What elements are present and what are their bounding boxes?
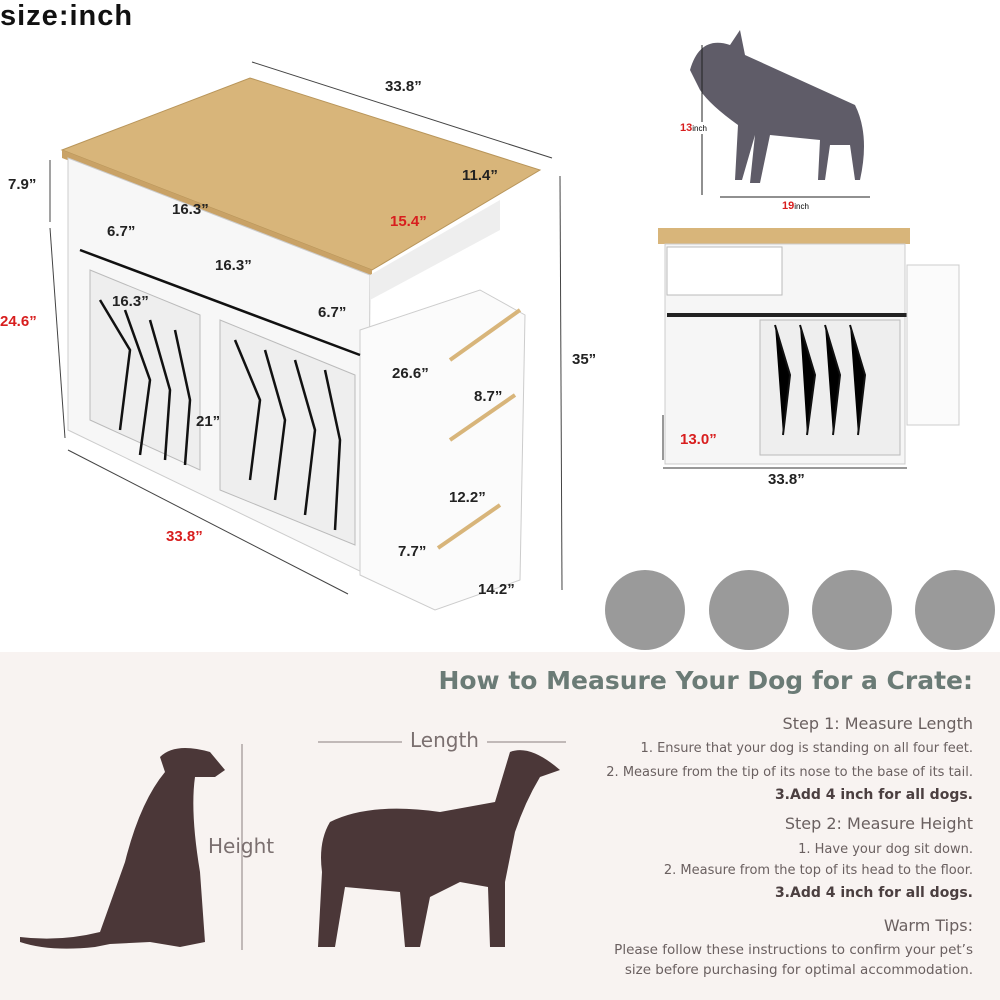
dog-height-value: 13 [680, 122, 693, 134]
measure-guide-panel: Length Height How to Measure Your Dog fo… [0, 652, 1000, 1000]
dog-length-unit: inch [794, 202, 809, 211]
cabinet-illustration [49, 61, 563, 611]
dim-door-height: 21” [196, 413, 221, 430]
breed-dachshund-photo [709, 570, 789, 650]
dim-bottom-width: 33.8” [166, 528, 203, 545]
dim-door-width: 16.3” [112, 293, 149, 310]
dim-side-depth: 14.2” [478, 581, 515, 598]
tips-line: Please follow these instructions to conf… [614, 942, 973, 958]
dim-shelf-gap-1: 8.7” [474, 388, 503, 405]
dim-top-left-height: 7.9” [8, 176, 37, 193]
step1-item: 3.Add 4 inch for all dogs. [774, 787, 973, 803]
dim-total-height-left: 24.6” [0, 313, 37, 330]
length-label: Length [402, 728, 487, 752]
dog-length-label: 19inch [782, 200, 809, 212]
dim-drawer-height-2: 6.7” [318, 304, 347, 321]
sitting-dog-silhouette [20, 748, 225, 949]
dim-side-height: 26.6” [392, 365, 429, 382]
dog-height-label: 13inch [680, 122, 707, 134]
step1-item: 1. Ensure that your dog is standing on a… [640, 741, 973, 756]
dim-drawer-width-mid: 16.3” [215, 257, 252, 274]
tips-title: Warm Tips: [883, 916, 973, 935]
breed-bulldog-photo [915, 570, 995, 650]
size-unit-title: size:inch [0, 0, 134, 32]
dim-drawer-width-top: 16.3” [172, 201, 209, 218]
step1-title: Step 1: Measure Length [782, 714, 973, 733]
dim-top-width: 33.8” [385, 78, 422, 95]
cabinet-front-view [658, 228, 960, 469]
dog-silhouettes [20, 741, 566, 950]
step2-item: 3.Add 4 inch for all dogs. [774, 885, 973, 901]
dim-top-depth-red: 15.4” [390, 213, 427, 230]
step2-item: 1. Have your dog sit down. [798, 842, 973, 857]
step1-item: 2. Measure from the tip of its nose to t… [606, 765, 973, 780]
standing-dog-silhouette [318, 750, 560, 947]
dim-shelf-gap-2: 12.2” [449, 489, 486, 506]
dim-side-shelf-depth: 7.7” [398, 543, 427, 560]
dim-top-depth: 11.4” [462, 167, 498, 184]
french-bulldog-reference-image [690, 30, 870, 198]
dog-length-value: 19 [782, 200, 795, 212]
front-door-height: 13.0” [680, 431, 717, 448]
height-label: Height [208, 834, 275, 858]
step2-title: Step 2: Measure Height [784, 814, 973, 833]
dog-height-unit: inch [692, 124, 707, 133]
step2-item: 2. Measure from the top of its head to t… [663, 863, 973, 878]
breed-french-bulldog-photo [812, 570, 892, 650]
tips-line: size before purchasing for optimal accom… [624, 962, 973, 978]
guide-heading: How to Measure Your Dog for a Crate: [438, 666, 973, 695]
dim-drawer-height: 6.7” [107, 223, 136, 240]
dim-total-height: 35” [572, 351, 597, 368]
front-width: 33.8” [768, 471, 805, 488]
breed-chihuahua-photo [605, 570, 685, 650]
